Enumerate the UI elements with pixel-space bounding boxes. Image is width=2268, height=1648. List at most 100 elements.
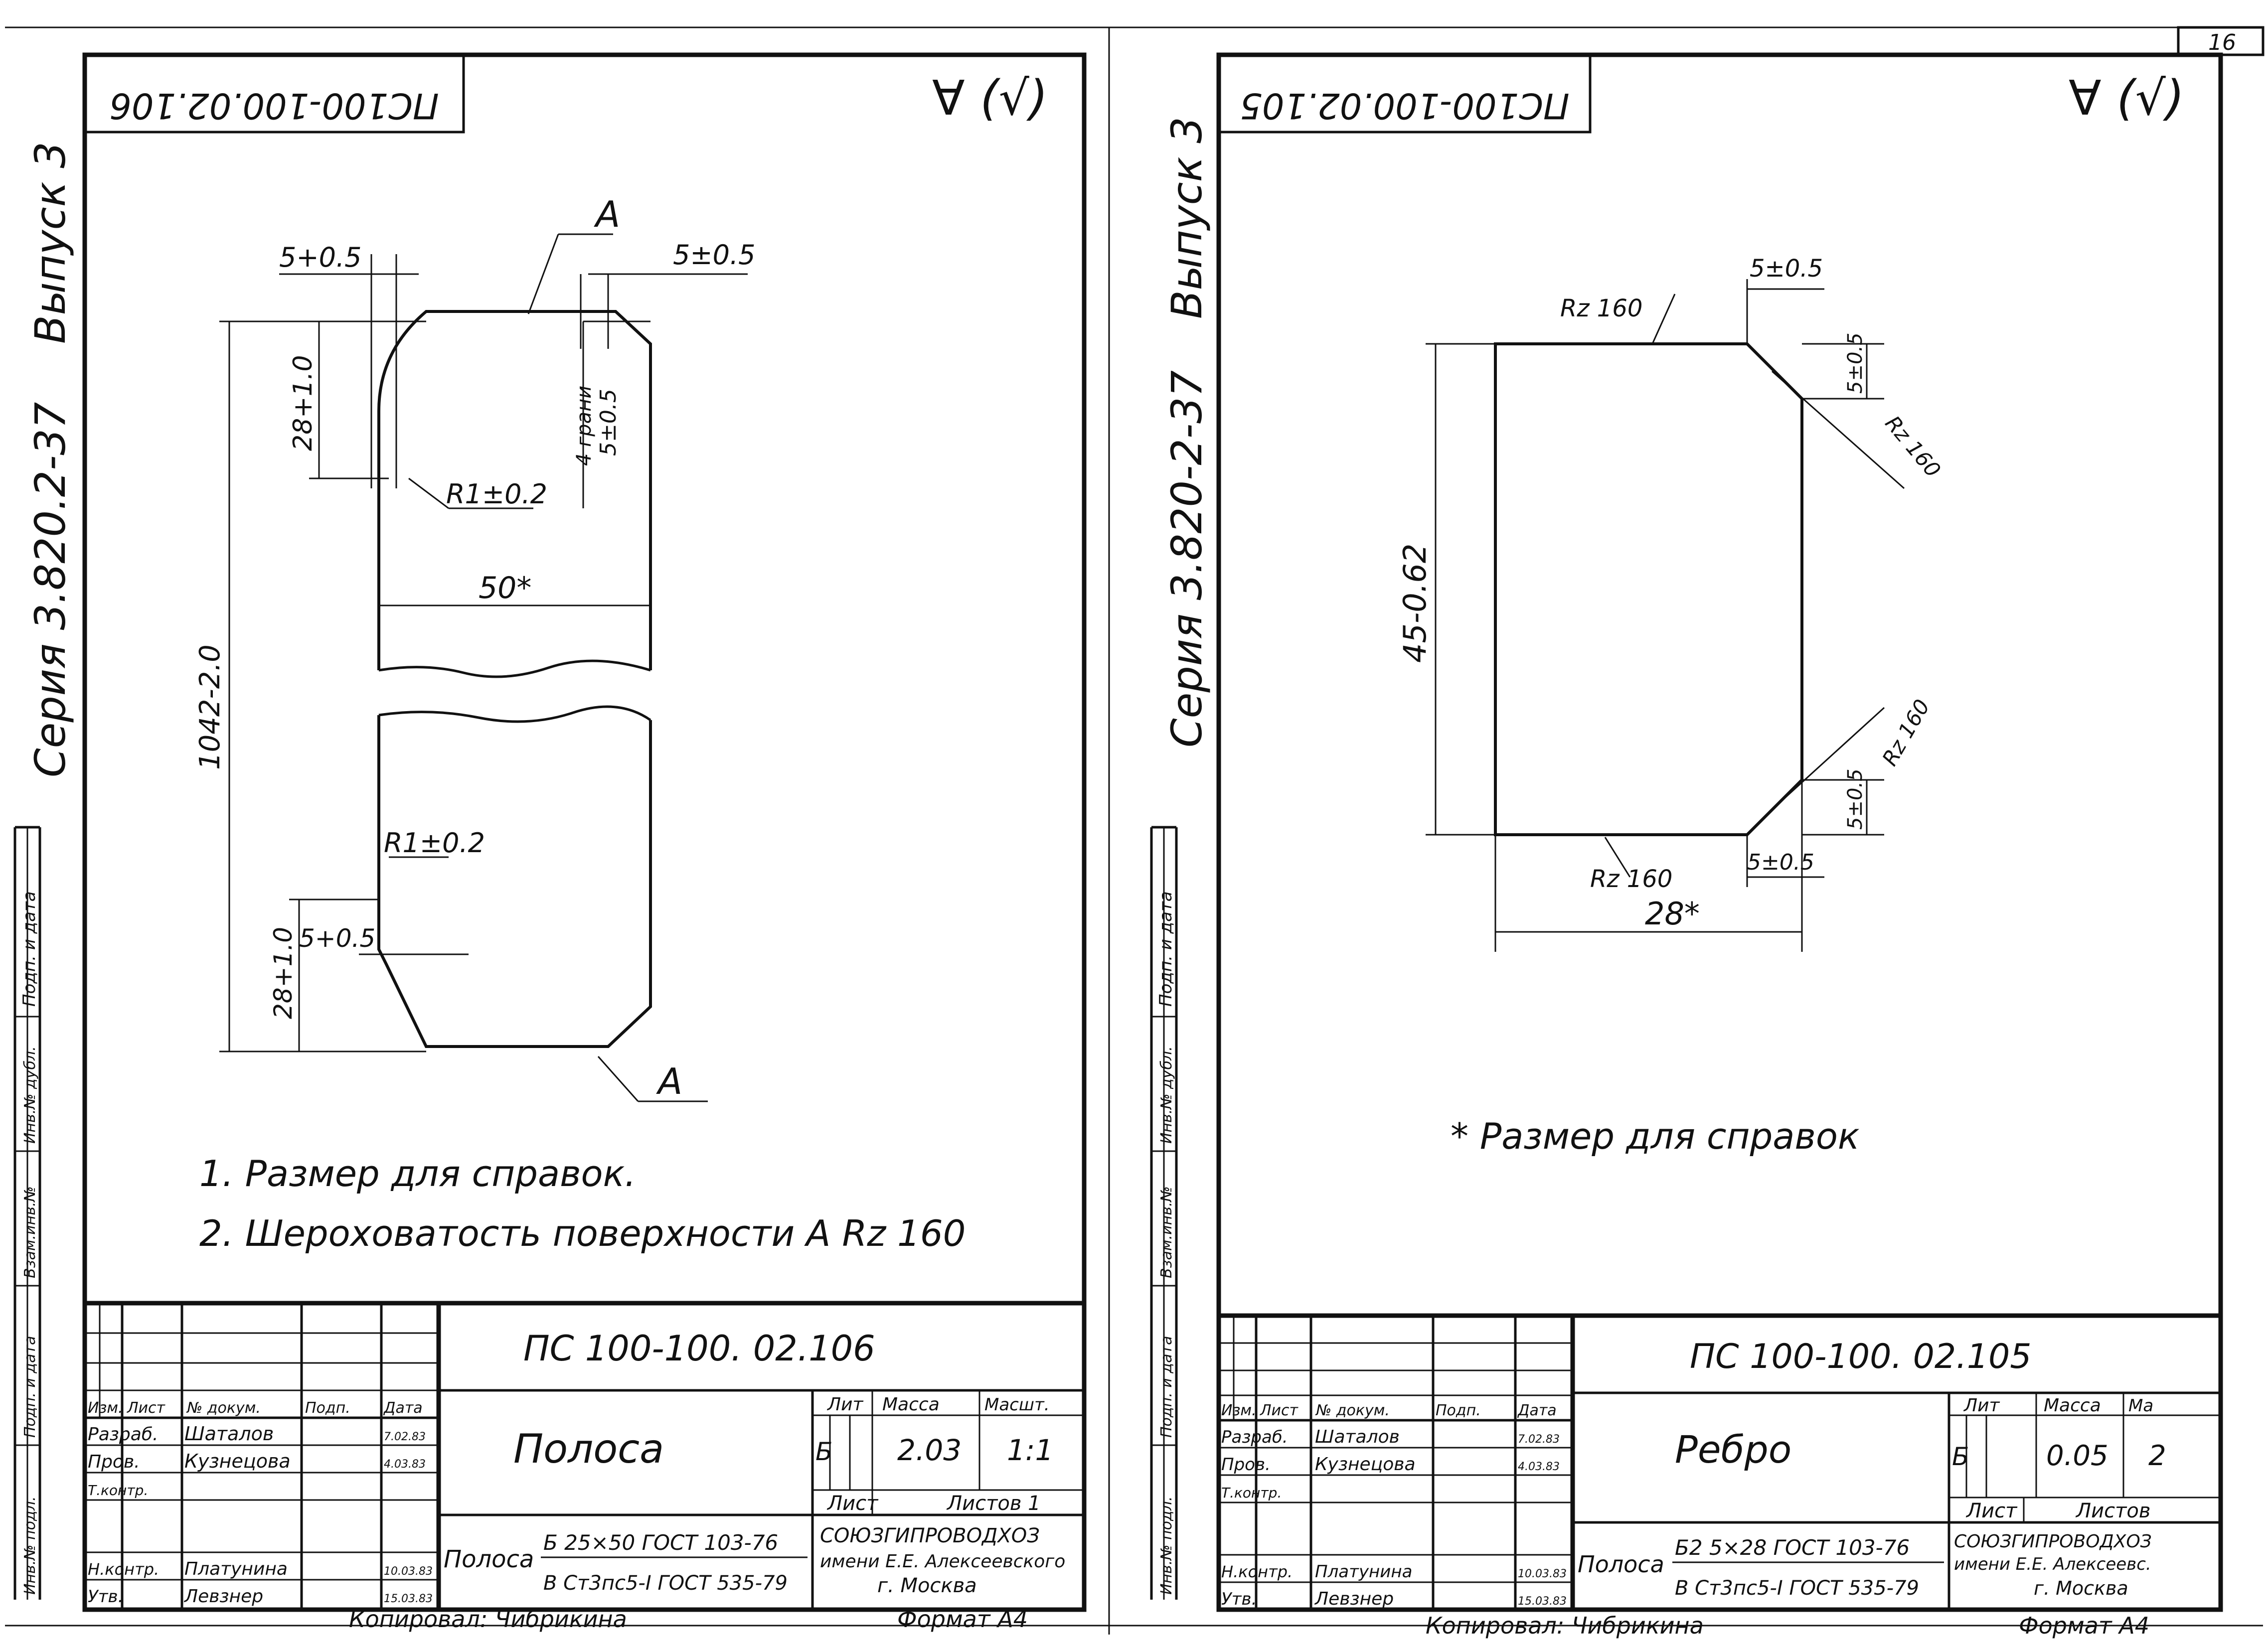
right-dim-bottom-chamfer: 5±0.5 [1747, 850, 1814, 875]
left-sheets-label: Листов 1 [946, 1492, 1041, 1515]
right-col-doc: № докум. [1315, 1402, 1390, 1419]
right-dim-right-top: 5±0.5 [1844, 332, 1867, 394]
left-strip-drawing [219, 233, 748, 1102]
right-row-name-5: Левзнер [1314, 1589, 1394, 1609]
left-code-rotated: ПС100-100.02.106 [109, 85, 439, 126]
left-col-sign: Подп. [305, 1399, 350, 1417]
left-dim-top-right: 5±0.5 [673, 239, 755, 271]
right-scale-value: 2 [2148, 1440, 2166, 1472]
left-title-block [85, 1301, 1084, 1610]
right-col-list: Лист [1260, 1402, 1299, 1419]
right-lit-label: Лит [1963, 1395, 2000, 1416]
left-margin-label-3: Взам.инв.№ [21, 1186, 39, 1278]
right-mass-label: Масса [2044, 1395, 2101, 1416]
right-rz-top: Rz 160 [1560, 295, 1642, 322]
left-row-date-1: 7.02.83 [384, 1431, 426, 1443]
left-row-role-3: Т.контр. [88, 1482, 148, 1498]
left-copied-by: Копировал: Чибрикина [349, 1606, 627, 1633]
right-series-label: Серия 3.820-2-37 [1162, 370, 1211, 748]
right-row-role-3: Т.контр. [1221, 1485, 1282, 1501]
left-col-list: Лист [127, 1399, 166, 1417]
right-col-sign: Подп. [1436, 1402, 1481, 1419]
sheet-number: 16 [2208, 30, 2236, 55]
right-margin-label-2: Инв.№ дубл. [1158, 1046, 1175, 1144]
left-mass-label: Масса [882, 1394, 940, 1415]
right-binding-strip [1150, 826, 1178, 1600]
right-issue-label: Выпуск 3 [1162, 117, 1211, 319]
left-row-name-5: Левзнер [183, 1586, 263, 1607]
left-sheet: Подп. и дата Инв.№ дубл. Взам.инв.№ Подп… [13, 52, 1087, 1633]
right-org-line-2: имени Е.Е. Алексеевс. [1954, 1554, 2151, 1574]
left-row-role-4: Н.контр. [88, 1560, 159, 1579]
left-format: Формат А4 [897, 1606, 1028, 1633]
left-radius-bottom: R1±0.2 [384, 827, 485, 859]
left-dim-height-top: 28+1.0 [288, 355, 318, 451]
left-margin-label-4: Подп. и дата [21, 1336, 39, 1438]
left-chamfer-note: 4 грани [573, 386, 596, 466]
right-plate-drawing [1426, 279, 1905, 952]
left-material-bottom: В Ст3пс5-I ГОСТ 535-79 [543, 1572, 788, 1595]
left-org-line-3: г. Москва [877, 1574, 977, 1597]
left-note-2: 2. Шероховатость поверхности А Rz 160 [199, 1212, 966, 1254]
left-dim-top-left: 5+0.5 [279, 242, 361, 273]
right-scale-label: Ма [2128, 1396, 2153, 1416]
right-material-top: Б2 5×28 ГОСТ 103-76 [1675, 1535, 1910, 1560]
left-row-role-1: Разраб. [88, 1424, 158, 1445]
right-rz-right-top: Rz 160 [1880, 411, 1945, 482]
right-format: Формат А4 [2019, 1612, 2149, 1639]
right-roughness-sign: ∀ (√) [2069, 70, 2184, 126]
left-margin-label-2: Инв.№ дубл. [21, 1046, 39, 1144]
left-col-date: Дата [383, 1399, 423, 1417]
right-row-date-5: 15.03.83 [1518, 1595, 1567, 1608]
right-title-block [1219, 1313, 2221, 1610]
right-dim-width: 28* [1645, 896, 1700, 932]
left-row-name-1: Шаталов [184, 1423, 274, 1445]
right-sheet: Подп. и дата Инв.№ дубл. Взам.инв.№ Подп… [1150, 52, 2223, 1639]
right-row-role-5: Утв. [1221, 1589, 1257, 1609]
left-margin-label-5: Инв.№ подл. [21, 1497, 39, 1595]
right-row-name-1: Шаталов [1315, 1427, 1400, 1447]
left-row-date-4: 10.03.83 [384, 1565, 433, 1578]
right-rz-right-bottom: Rz 160 [1877, 695, 1935, 770]
left-section-mark-top: А [594, 193, 620, 235]
right-col-izm: Изм. [1221, 1402, 1257, 1419]
right-sheet-label: Лист [1965, 1499, 2018, 1522]
left-row-date-5: 15.03.83 [384, 1593, 433, 1605]
right-row-date-2: 4.03.83 [1518, 1461, 1560, 1473]
right-row-date-4: 10.03.83 [1518, 1568, 1567, 1580]
right-lit-value: Б [1952, 1442, 1969, 1471]
left-lit-value: Б [815, 1437, 832, 1466]
right-dim-top-chamfer: 5±0.5 [1750, 255, 1823, 283]
left-sheet-label: Лист [826, 1492, 879, 1515]
left-row-name-4: Платунина [184, 1559, 288, 1579]
right-rz-bottom: Rz 160 [1590, 865, 1672, 893]
left-frame [82, 52, 1087, 1612]
left-binding-strip [13, 826, 41, 1600]
left-row-date-2: 4.03.83 [384, 1458, 426, 1471]
left-title-name: Полоса [513, 1426, 664, 1472]
right-margin-label-3: Взам.инв.№ [1158, 1186, 1175, 1278]
right-material-word: Полоса [1578, 1551, 1664, 1578]
left-dim-length: 1042-2.0 [194, 644, 226, 770]
right-sheets-label: Листов [2075, 1499, 2150, 1522]
right-code-rotated: ПС100-100.02.105 [1240, 85, 1569, 126]
right-row-date-1: 7.02.83 [1518, 1433, 1560, 1446]
left-row-role-5: Утв. [88, 1587, 123, 1607]
right-org-line-3: г. Москва [2034, 1577, 2128, 1599]
left-dim-height-bottom: 28+1.0 [269, 927, 298, 1019]
left-roughness-sign: ∀ (√) [932, 70, 1048, 126]
left-mass-value: 2.03 [897, 1433, 962, 1467]
left-material-top: Б 25×50 ГОСТ 103-76 [543, 1530, 778, 1555]
left-margin-label-1: Подп. и дата [19, 891, 39, 1007]
right-org-line-1: СОЮЗГИПРОВОДХОЗ [1954, 1531, 2152, 1552]
left-title-code: ПС 100-100. 02.106 [523, 1328, 875, 1369]
right-dim-right-bottom: 5±0.5 [1844, 768, 1867, 830]
left-dim-width: 50* [479, 571, 531, 605]
right-mass-value: 0.05 [2046, 1440, 2108, 1472]
left-col-izm: Изм. [88, 1399, 123, 1417]
left-note-1: 1. Размер для справок. [199, 1153, 636, 1195]
left-dim-bottom-left: 5+0.5 [299, 924, 375, 953]
left-row-role-2: Пров. [88, 1452, 140, 1472]
right-copied-by: Копировал: Чибрикина [1426, 1612, 1704, 1639]
